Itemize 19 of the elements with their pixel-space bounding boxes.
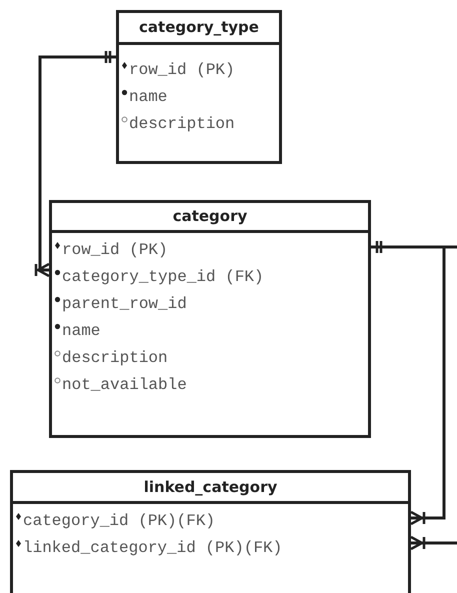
column-name: row_id (PK) [62,240,168,260]
column-name: name [129,87,168,107]
relationship-line [410,536,457,550]
column-name: row_id (PK) [129,60,235,80]
table-box [116,10,282,164]
column-name: category_type_id (FK) [62,267,264,287]
column-name: not_available [62,375,187,395]
table-box [49,200,371,438]
column-name: description [129,114,235,134]
column-name: parent_row_id [62,294,187,314]
column-name: category_id (PK)(FK) [23,511,216,531]
table-name: category_type [119,13,279,45]
table-name: category [52,203,368,233]
column-name: description [62,348,168,368]
relationship-line [34,51,116,278]
column-name: linked_category_id (PK)(FK) [23,538,282,558]
column-name: name [62,321,100,341]
table-name: linked_category [13,473,408,504]
table-box [10,470,411,593]
